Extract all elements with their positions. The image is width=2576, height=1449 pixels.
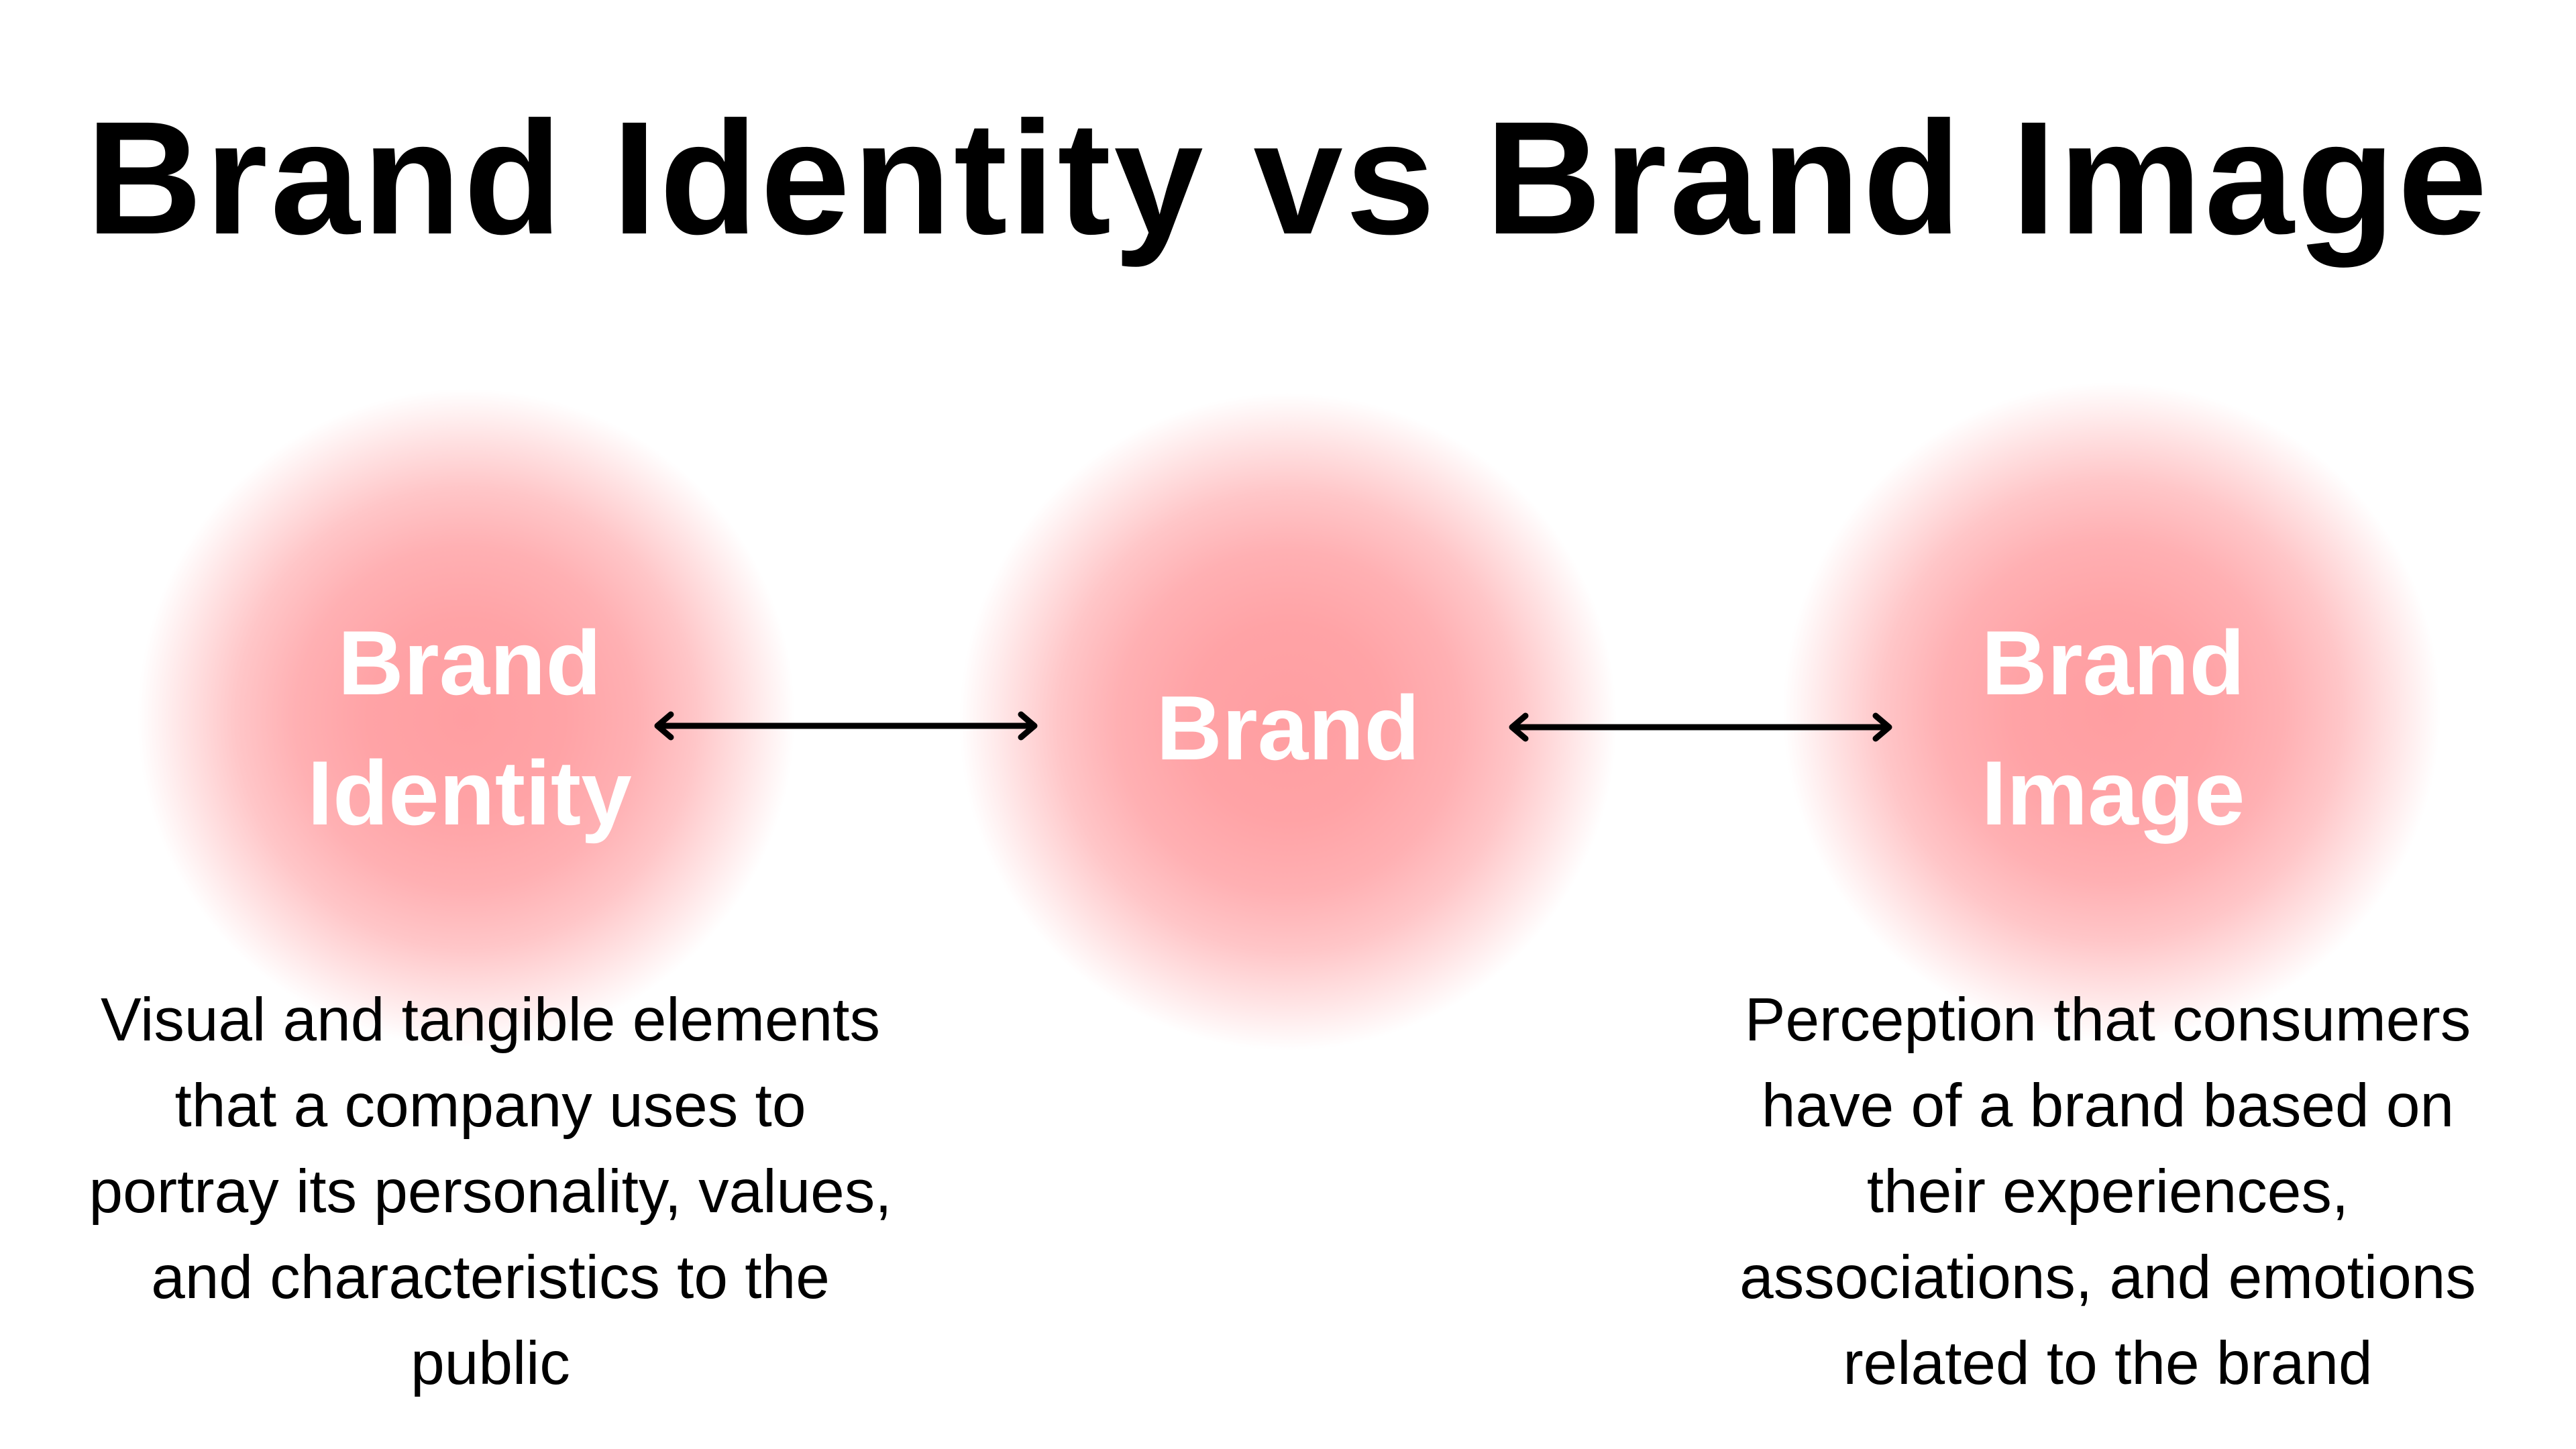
brand-image-circle [1783, 382, 2440, 1040]
double-arrow-icon [654, 711, 1038, 741]
brand-identity-circle [138, 389, 795, 1046]
description-line: associations, and emotions [1739, 1244, 2476, 1311]
description-line: their experiences, [1866, 1158, 2349, 1226]
description-line: public [411, 1330, 570, 1397]
description-line: and characteristics to the [151, 1244, 830, 1311]
description-line: portray its personality, values, [89, 1158, 892, 1226]
brand-identity-label-line-1: Brand [337, 612, 602, 714]
brand-label-line-1: Brand [1156, 677, 1420, 779]
page-title: Brand Identity vs Brand Image [86, 88, 2490, 268]
brand-image-label-line-2: Image [1981, 742, 2245, 844]
brand-image-label: Brand Image [1811, 598, 2415, 858]
description-line: have of a brand based on [1761, 1072, 2455, 1140]
description-line: Perception that consumers [1744, 986, 2471, 1054]
brand-identity-label-line-2: Identity [307, 742, 632, 844]
brand-image-label-line-1: Brand [1981, 612, 2245, 714]
brand-label: Brand [986, 663, 1590, 793]
brand-identity-label: Brand Identity [168, 598, 771, 858]
double-arrow-icon [1509, 712, 1892, 742]
brand-image-description: Perception that consumers have of a bran… [1605, 977, 2576, 1407]
brand-circle [959, 393, 1617, 1051]
description-line: related to the brand [1843, 1330, 2373, 1397]
description-line: that a company uses to [174, 1072, 806, 1140]
description-line: Visual and tangible elements [101, 986, 880, 1054]
brand-identity-description: Visual and tangible elements that a comp… [0, 977, 994, 1407]
